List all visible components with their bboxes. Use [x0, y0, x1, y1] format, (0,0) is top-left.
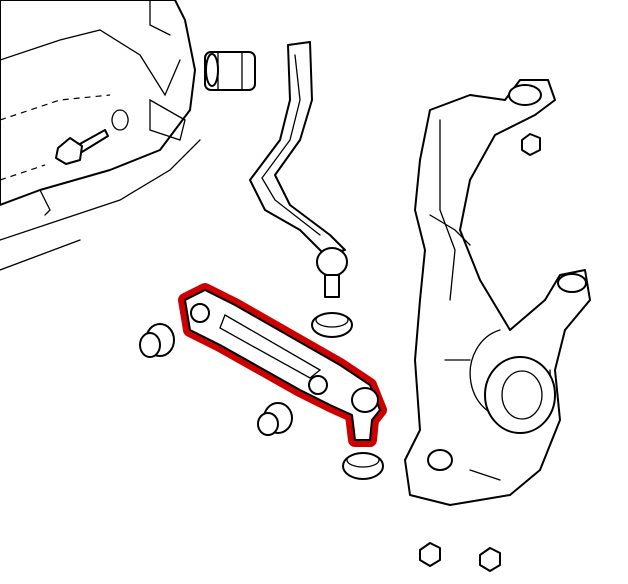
bushing-left	[139, 323, 175, 358]
dust-boot-lower	[342, 452, 384, 480]
nut-icon	[479, 547, 501, 572]
steering-knuckle	[404, 79, 591, 506]
lower-control-arm-highlighted	[178, 283, 387, 447]
subframe	[0, 0, 201, 271]
nut-icon	[419, 542, 441, 567]
bushing-center	[257, 402, 293, 436]
bushing-upper	[204, 51, 256, 91]
dust-boot-upper	[311, 312, 353, 338]
bolt-icon	[55, 129, 109, 165]
upper-control-arm	[249, 41, 348, 298]
nut-icon	[521, 133, 541, 156]
